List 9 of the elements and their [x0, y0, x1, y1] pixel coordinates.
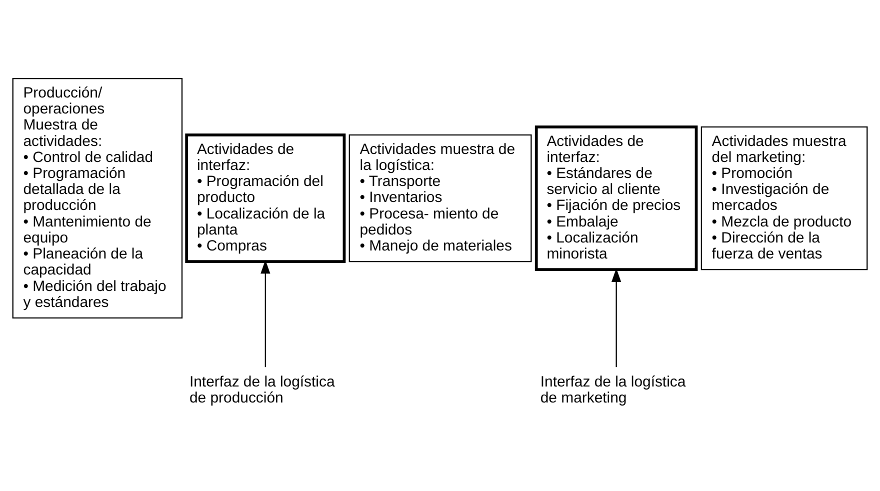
node-box: Actividades muestra de la logística: • Transporte • Inventarios • Procesa- miento de pedidos • Manejo de materiales: [348, 134, 532, 262]
node-text: Interfaz de la logística de producción: [189, 372, 335, 406]
node-text: Interfaz de la logística de marketing: [540, 372, 686, 406]
node-box: Producción/ operaciones Muestra de actividades: • Control de calidad • Programación detallada de la producción • Mantenimiento de equipo • Planeación de la capacidad • Medición del trabajo y estándares: [12, 78, 183, 318]
node-box: Actividades muestra del marketing: • Promoción • Investigación de mercados • Mezcla de producto • Dirección de la fuerza de ventas: [700, 126, 868, 270]
node-box: Actividades de interfaz: • Estándares de servicio al cliente • Fijación de precios • Embalaje • Localización minorista: [534, 124, 698, 271]
arrow: [611, 268, 622, 367]
node-box: Actividades de interfaz: • Programación del producto • Localización de la planta • Compras: [185, 133, 346, 262]
arrow: [260, 259, 270, 367]
